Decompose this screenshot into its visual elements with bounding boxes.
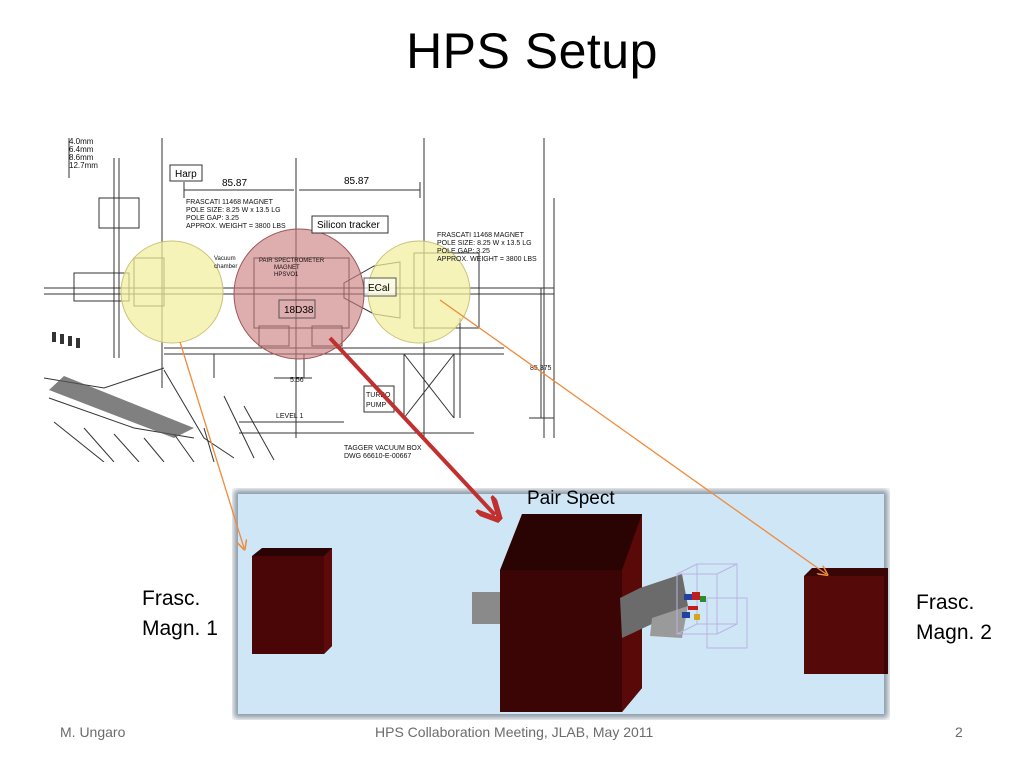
tagger-label-1: TAGGER VACUUM BOX xyxy=(344,445,422,452)
label-frasc-magnet-1: Frasc. Magn. 1 xyxy=(142,587,218,640)
dim-85-87-right: 85.87 xyxy=(344,176,369,187)
level-label: LEVEL 1 xyxy=(276,413,303,420)
pair-spect-magnet-2: MAGNET xyxy=(274,265,300,271)
vacuum-label-2: chamber xyxy=(214,264,237,270)
harp-label: Harp xyxy=(175,169,197,180)
slide-title: HPS Setup xyxy=(406,23,658,79)
magnet-right-line2: POLE SIZE: 8.25 W x 13.5 LG xyxy=(437,240,532,247)
silicon-tracker-label: Silicon tracker xyxy=(317,220,380,231)
pair-spect-magnet-block xyxy=(500,514,642,712)
pair-spect-label: Pair Spect xyxy=(527,488,615,509)
magnet-left-line2: POLE SIZE: 8.25 W x 13.5 LG xyxy=(186,207,281,214)
magnet-id-label: 18D38 xyxy=(284,305,314,316)
pair-spect-magnet-1: PAIR SPECTROMETER xyxy=(259,258,325,264)
frasc-magnet-2-block xyxy=(804,568,888,674)
pair-spect-magnet-3: HPSVO1 xyxy=(274,272,299,278)
dim-small-1: 4.0mm xyxy=(69,138,94,146)
turbo-label-2: PUMP xyxy=(366,402,387,409)
turbo-label-1: TURBO xyxy=(366,392,391,399)
footer-author: M. Ungaro xyxy=(60,724,126,740)
dim-5-56: 5.56 xyxy=(290,377,304,384)
engineering-drawing: 4.0mm 6.4mm 8.6mm 12.7mm Harp 85.87 85.8… xyxy=(44,138,564,462)
magnet-right-line4: APPROX. WEIGHT = 3800 LBS xyxy=(437,256,537,263)
render-panel: Pair Spect xyxy=(234,488,888,718)
ecal-label: ECal xyxy=(368,283,390,294)
footer-event: HPS Collaboration Meeting, JLAB, May 201… xyxy=(375,724,654,740)
dim-85-375: 85.375 xyxy=(530,365,552,372)
label-frasc-magnet-2: Frasc. Magn. 2 xyxy=(916,591,992,644)
dim-small-4: 12.7mm xyxy=(69,161,98,170)
tagger-label-2: DWG 66610-E-00667 xyxy=(344,453,411,460)
frasc-magnet-1-block xyxy=(252,548,332,654)
dim-small-3: 8.6mm xyxy=(69,153,94,162)
magnet-left-line3: POLE GAP: 3.25 xyxy=(186,215,239,222)
magnet-right-line3: POLE GAP: 3.25 xyxy=(437,248,490,255)
dim-85-87-left: 85.87 xyxy=(222,178,247,189)
magnet-left-line4: APPROX. WEIGHT = 3800 LBS xyxy=(186,223,286,230)
magnet-right-line1: FRASCATI 11468 MAGNET xyxy=(437,232,525,239)
dim-small-2: 6.4mm xyxy=(69,145,94,154)
vacuum-label-1: Vacuum xyxy=(214,256,236,262)
magnet-left-line1: FRASCATI 11468 MAGNET xyxy=(186,199,274,206)
page-number: 2 xyxy=(955,724,963,740)
